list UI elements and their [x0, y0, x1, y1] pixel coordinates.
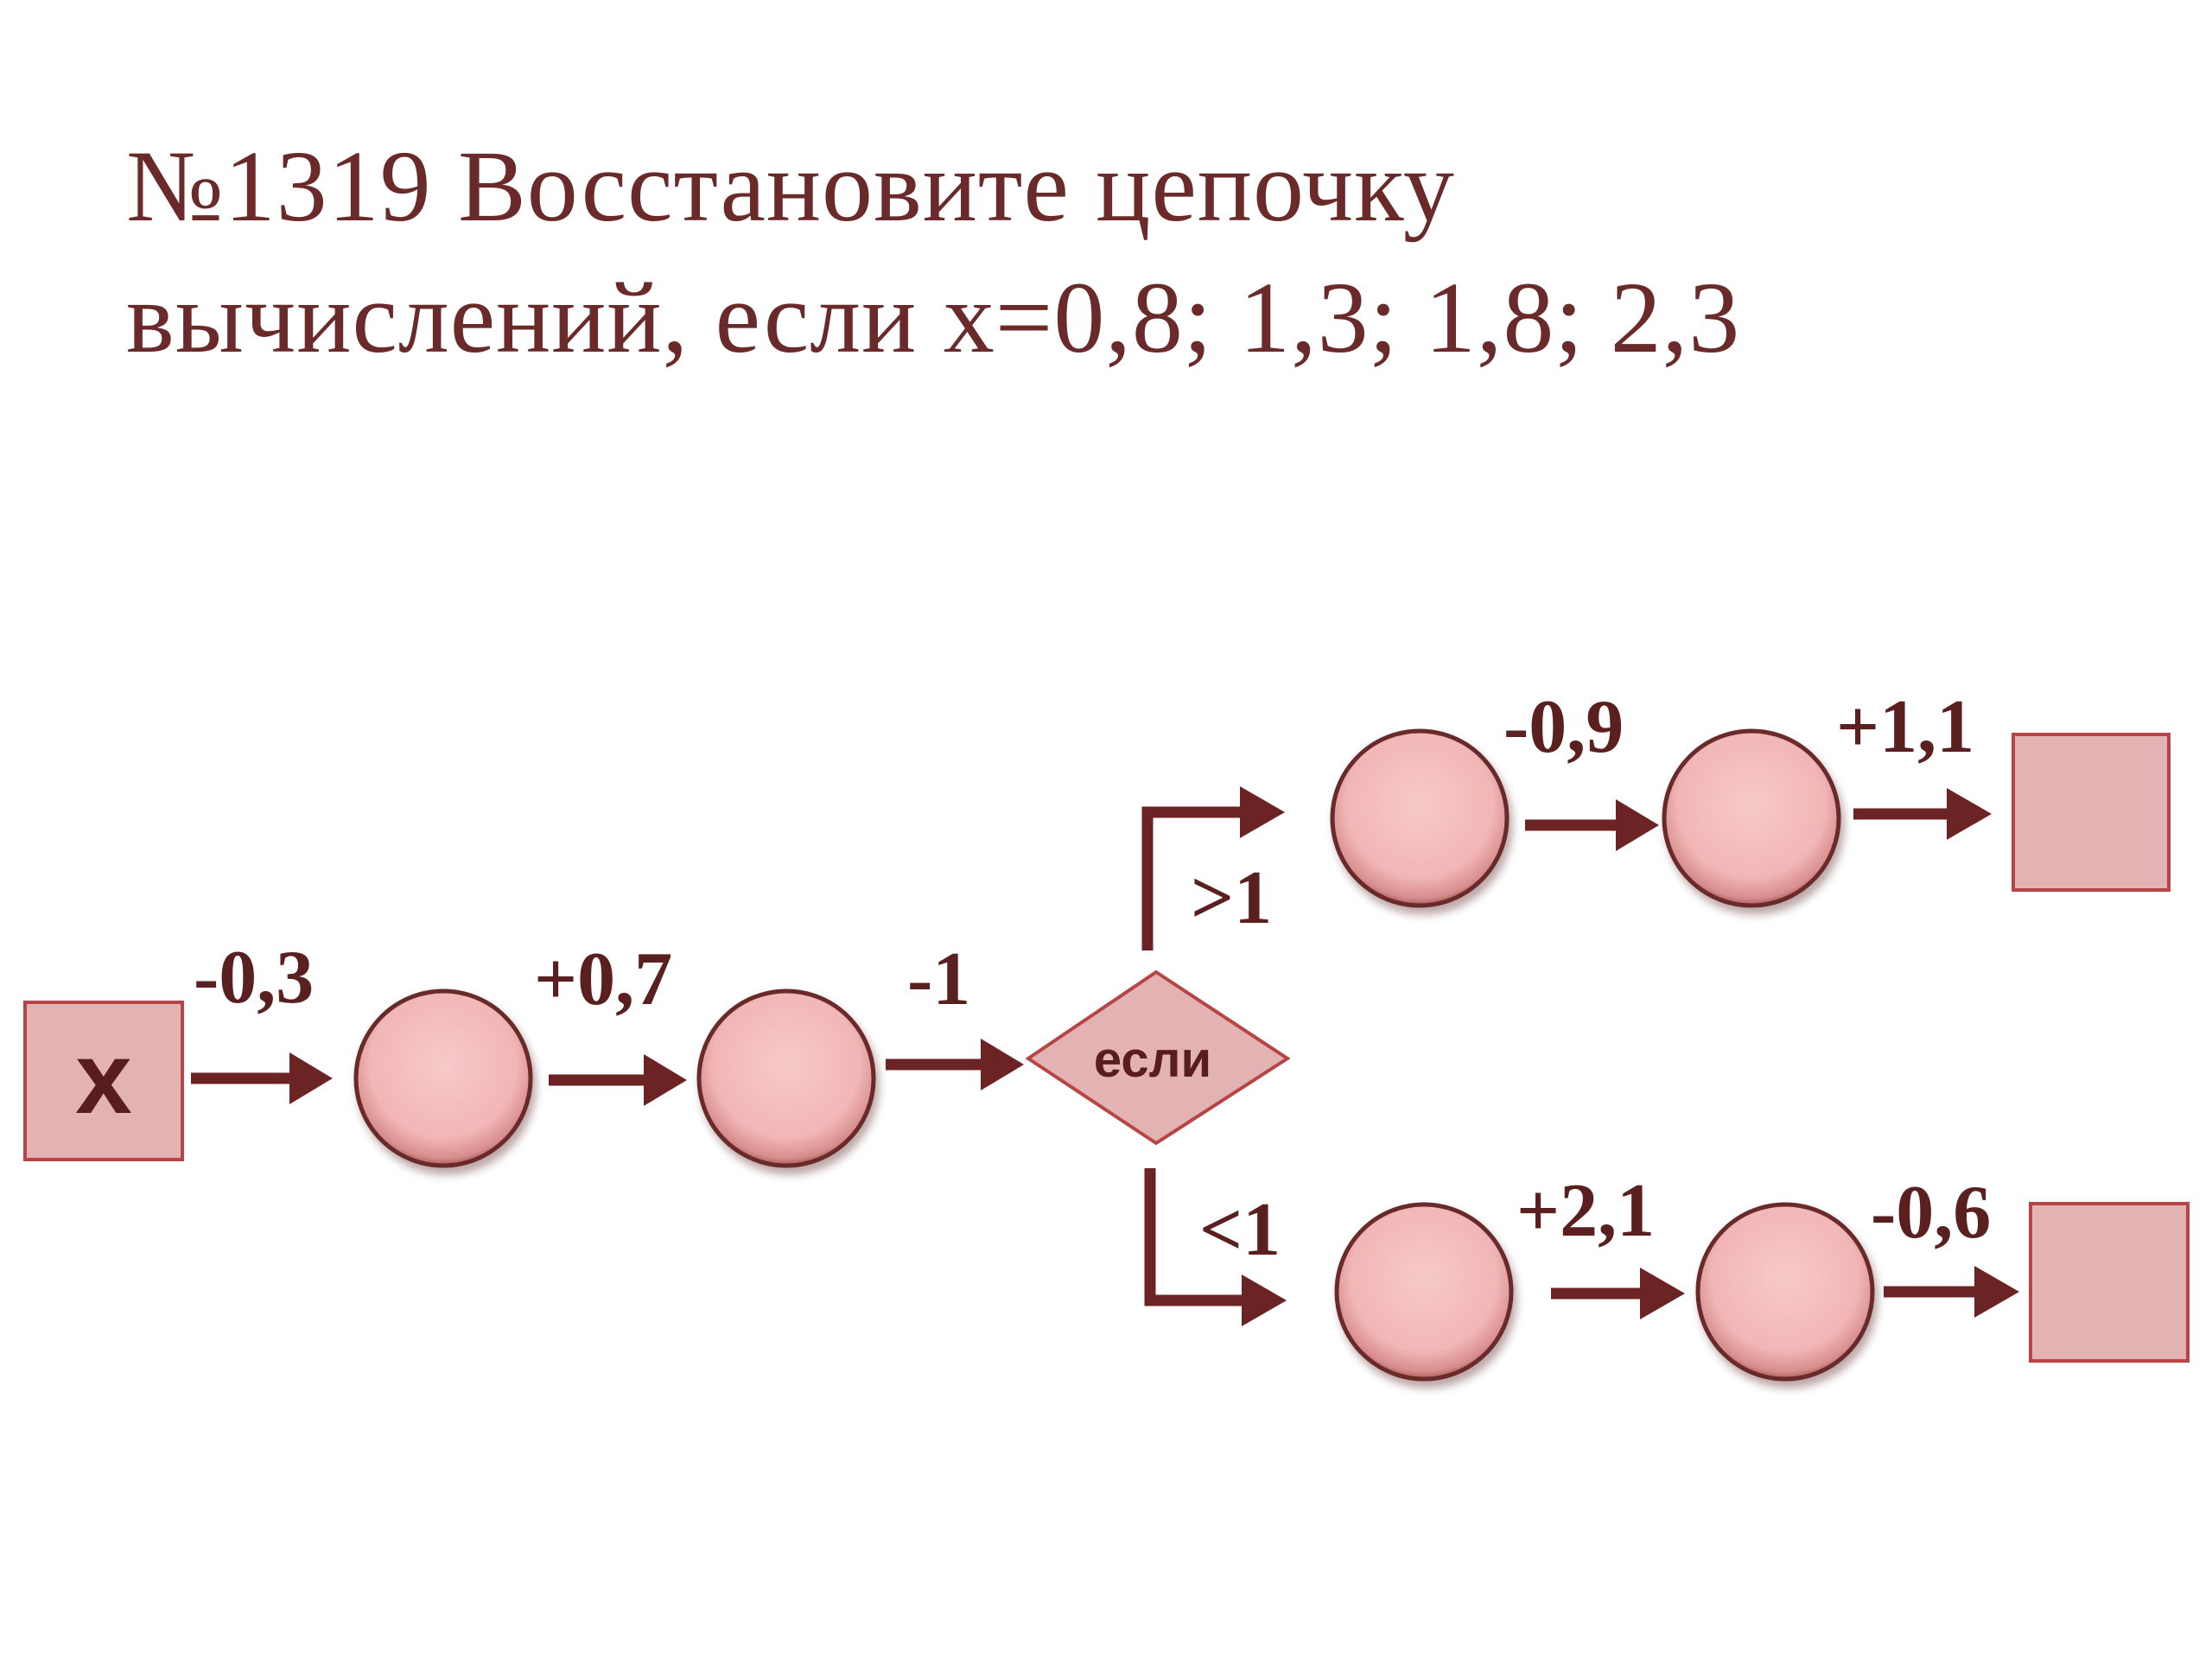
branch-lower-arrow — [1144, 1168, 1287, 1326]
upper-arrow-2 — [1853, 788, 1992, 840]
task-title: №1319 Восстановите цепочку вычислений, е… — [126, 121, 2113, 384]
input-box — [23, 1001, 184, 1161]
title-line-1: №1319 Восстановите цепочку — [126, 130, 1455, 243]
upper-circle-1 — [1330, 728, 1510, 908]
title-line-2: вычислений, если х=0,8; 1,3; 1,8; 2,3 — [126, 261, 1741, 374]
arrow-1 — [191, 1052, 333, 1104]
upper-result-box — [2012, 733, 2171, 892]
lower-arrow-1 — [1551, 1268, 1685, 1319]
lower-circle-2 — [1695, 1202, 1875, 1382]
arrow-2 — [549, 1054, 687, 1106]
upper-op-label-1: -0,9 — [1503, 685, 1624, 769]
lower-result-box — [2029, 1202, 2190, 1363]
op-label-3: -1 — [907, 938, 970, 1021]
input-x-label: х — [75, 1021, 132, 1135]
branch-upper-label: >1 — [1191, 856, 1272, 940]
upper-op-label-2: +1,1 — [1836, 685, 1974, 769]
result-circle-2 — [696, 988, 876, 1168]
op-label-2: +0,7 — [534, 938, 672, 1021]
condition-diamond — [1025, 969, 1291, 1146]
upper-circle-2 — [1662, 728, 1841, 908]
branch-upper-arrow — [1141, 786, 1285, 950]
lower-circle-1 — [1334, 1202, 1514, 1382]
lower-op-label-2: -0,6 — [1871, 1171, 1991, 1255]
upper-arrow-1 — [1525, 799, 1659, 851]
condition-label: если — [1094, 1032, 1211, 1088]
arrow-3 — [886, 1039, 1024, 1090]
op-label-1: -0,3 — [194, 936, 314, 1020]
lower-arrow-2 — [1884, 1266, 2019, 1318]
lower-op-label-1: +2,1 — [1516, 1169, 1655, 1253]
result-circle-1 — [353, 988, 533, 1168]
branch-lower-label: <1 — [1199, 1188, 1281, 1272]
